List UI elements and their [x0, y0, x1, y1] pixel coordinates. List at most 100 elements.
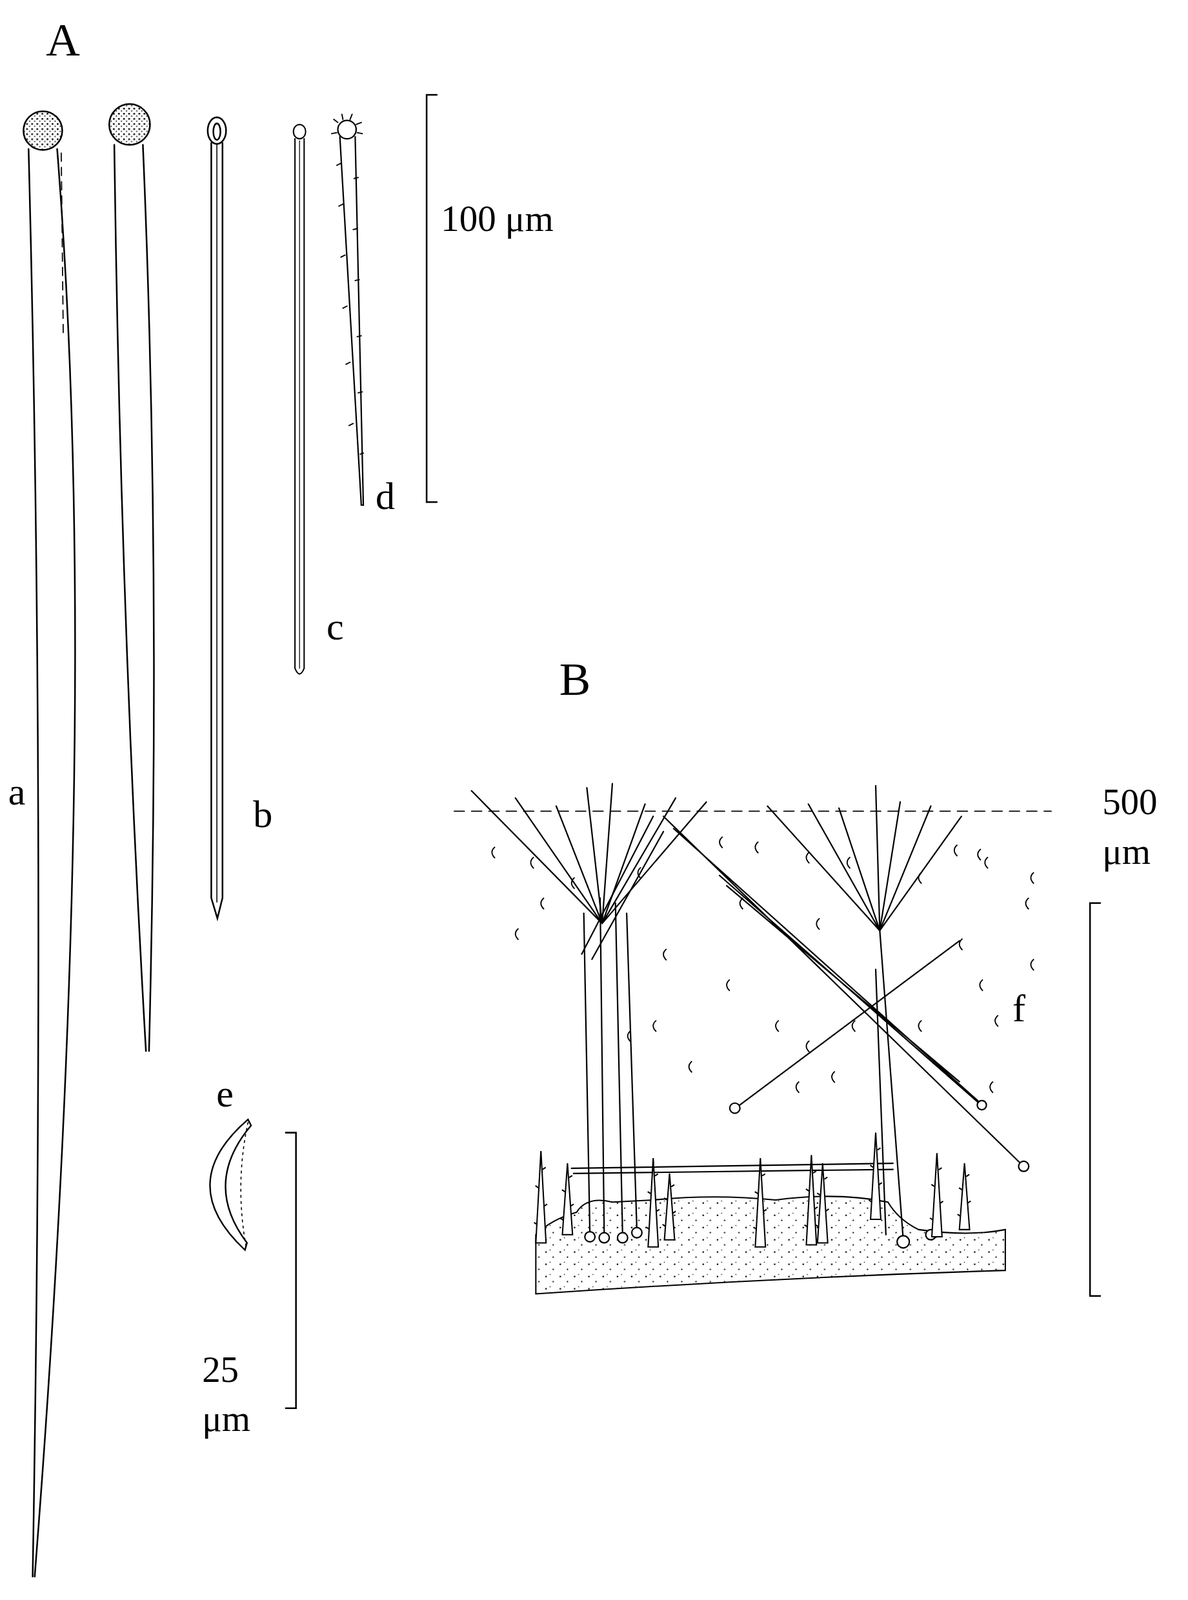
sigma	[515, 928, 519, 940]
spicule-letter: e	[216, 1067, 234, 1120]
sigma	[689, 1061, 693, 1073]
subtylostyle	[294, 138, 304, 675]
surface-line	[454, 811, 1052, 813]
tylostyle	[28, 149, 39, 1578]
sigma	[726, 979, 730, 991]
acanthostyle	[959, 1163, 970, 1230]
sigma	[627, 1030, 632, 1042]
acanthostyle	[931, 1153, 943, 1238]
sigma	[1030, 959, 1034, 971]
sigma	[831, 1071, 836, 1083]
sigma	[847, 857, 851, 869]
sigma	[491, 847, 495, 859]
panel-a-spicules	[23, 94, 1101, 1578]
sigma	[209, 1119, 252, 1250]
sigma	[638, 867, 642, 879]
tylostyle-head	[23, 110, 62, 150]
scale-label: 25 μm	[201, 1345, 265, 1445]
spicule-head	[1018, 1161, 1029, 1172]
spicule-head	[729, 1103, 741, 1114]
acanthostyle-head	[338, 120, 357, 139]
spicule-letter: b	[252, 787, 273, 841]
axial-canal	[299, 140, 301, 669]
axial-canal	[216, 145, 218, 903]
acanthostyle-spines	[560, 1175, 574, 1221]
sigma	[1030, 872, 1034, 884]
spicule-head	[213, 123, 221, 140]
acanthostyle	[340, 136, 364, 506]
spicule-letter: d	[375, 469, 395, 523]
tylostyle-head	[109, 103, 150, 145]
tylostyle	[663, 816, 1026, 1169]
scale-bar	[1089, 903, 1101, 1297]
acanthostyle-spines	[645, 1174, 659, 1230]
spicule-letter: c	[326, 600, 344, 653]
acanthostyle	[805, 1155, 817, 1245]
spicule-head	[976, 1100, 987, 1110]
sigma-chord	[240, 1122, 248, 1247]
subtylostyle	[211, 142, 222, 919]
sigma	[979, 979, 983, 991]
acanthostyle	[664, 1173, 675, 1241]
sigma	[663, 949, 667, 961]
spicule-letter: f	[1012, 982, 1026, 1035]
acanthostyle-spines	[815, 1177, 829, 1228]
acanthostyle-spines	[662, 1184, 676, 1227]
sigma	[1026, 898, 1030, 910]
sigma	[805, 852, 810, 864]
sigma	[984, 857, 988, 869]
sigma	[954, 845, 958, 857]
spicule-head	[207, 117, 226, 144]
tylostyle	[34, 149, 76, 1578]
sigma	[989, 1082, 994, 1094]
acanthostyle	[647, 1158, 659, 1248]
acanthostyle-spines	[868, 1147, 882, 1203]
sigma	[852, 1020, 856, 1032]
acanthostyles	[534, 1133, 972, 1248]
axial-canal	[61, 152, 64, 337]
tylostyle	[142, 145, 154, 1052]
acanthostyle-spines	[753, 1174, 767, 1230]
spicule-letter: a	[8, 765, 26, 818]
sigma	[653, 1020, 657, 1032]
sigma	[755, 842, 759, 854]
acanthostyle-spines	[929, 1167, 943, 1221]
tylostyle	[571, 1163, 894, 1174]
acanthostyle-spines	[804, 1171, 818, 1228]
acanthostyle	[535, 1151, 546, 1243]
scale-label: 100 μm	[440, 194, 554, 244]
acanthostyle	[755, 1158, 766, 1248]
panel-b-section	[454, 784, 1052, 1295]
sigma	[571, 877, 575, 889]
sigma	[918, 1020, 922, 1032]
tylostyle-bundle	[767, 785, 962, 932]
sigmas	[491, 836, 1034, 1094]
scale-label: 500 μm	[1102, 777, 1165, 877]
acanthostyle-spines	[957, 1174, 971, 1217]
sigma	[977, 849, 981, 861]
tylostyle	[583, 898, 637, 1236]
tylostyle	[736, 940, 960, 1108]
spicule-head	[293, 124, 306, 139]
sigma	[995, 1015, 999, 1027]
acanthostyle	[870, 1133, 881, 1220]
sigma	[816, 918, 820, 930]
acanthostyle	[817, 1163, 828, 1243]
acanthostyle	[562, 1163, 573, 1236]
tylostyle	[114, 145, 146, 1052]
acanthostyle-spines	[534, 1167, 548, 1225]
sigma	[540, 898, 544, 910]
sigma	[530, 857, 534, 869]
sigma	[719, 836, 723, 848]
panel-letter: B	[559, 647, 592, 712]
sigma	[740, 898, 744, 910]
tylostyle	[582, 816, 665, 959]
scale-bar	[285, 1133, 297, 1409]
tylostyle-bundle	[471, 784, 707, 925]
sigma	[918, 872, 922, 884]
sigma	[796, 1082, 800, 1094]
sigma	[959, 938, 963, 950]
panel-letter: A	[45, 8, 81, 72]
